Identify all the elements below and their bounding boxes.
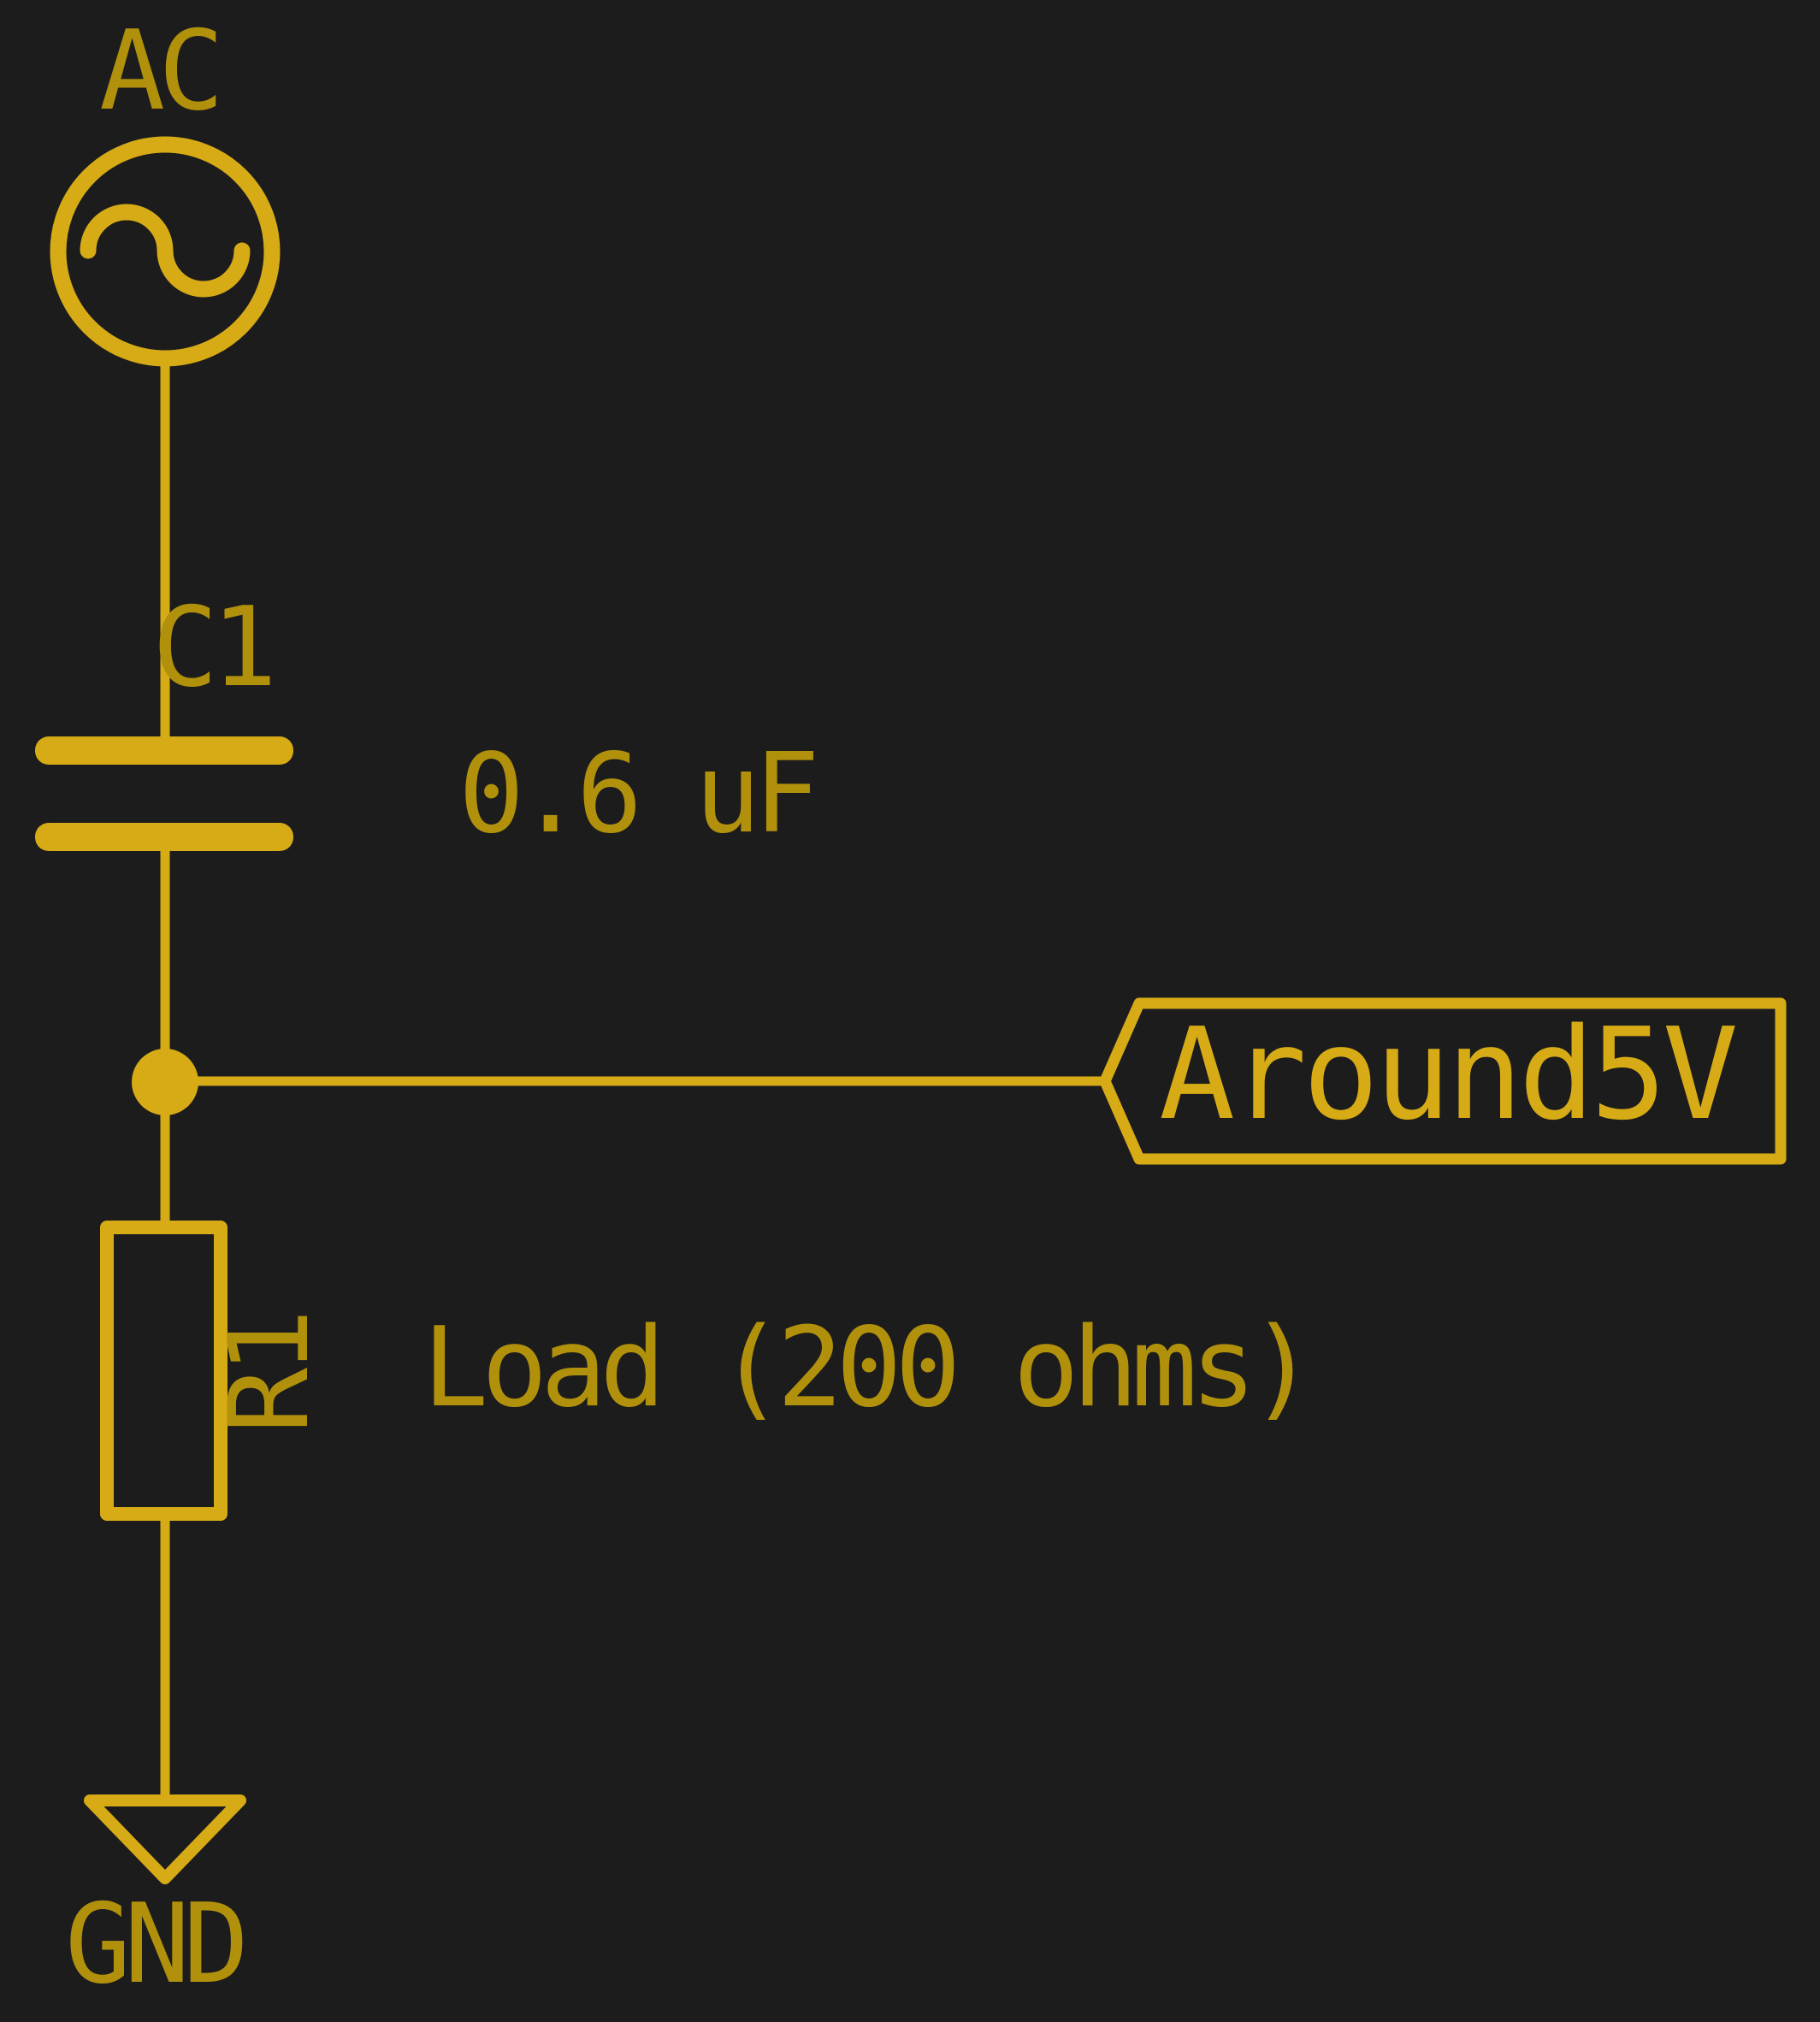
- source-ref-label[interactable]: AC: [99, 8, 224, 135]
- ac-source-symbol[interactable]: [50, 136, 281, 367]
- resistor-symbol[interactable]: [100, 1221, 228, 1521]
- ground-label[interactable]: GND: [65, 1881, 249, 2008]
- resistor-value-label[interactable]: Load (200 ohms): [422, 1304, 1315, 1432]
- net-flag-outline[interactable]: [1099, 997, 1787, 1165]
- capacitor-plate-top[interactable]: [35, 736, 293, 765]
- capacitor-ref-label[interactable]: C1: [152, 584, 277, 712]
- ac-source-circle[interactable]: [50, 136, 281, 367]
- junction-dot[interactable]: [132, 1049, 198, 1115]
- resistor-ref-label[interactable]: R1: [206, 1315, 334, 1434]
- sine-wave-icon: [80, 204, 251, 298]
- capacitor-symbol[interactable]: [35, 736, 293, 851]
- capacitor-plate-bottom[interactable]: [35, 823, 293, 851]
- ground-symbol[interactable]: [84, 1794, 246, 1884]
- capacitor-value-label[interactable]: 0.6 uF: [458, 730, 819, 858]
- net-label-text[interactable]: Around5V: [1159, 1001, 1739, 1148]
- wires[interactable]: [160, 361, 1108, 1806]
